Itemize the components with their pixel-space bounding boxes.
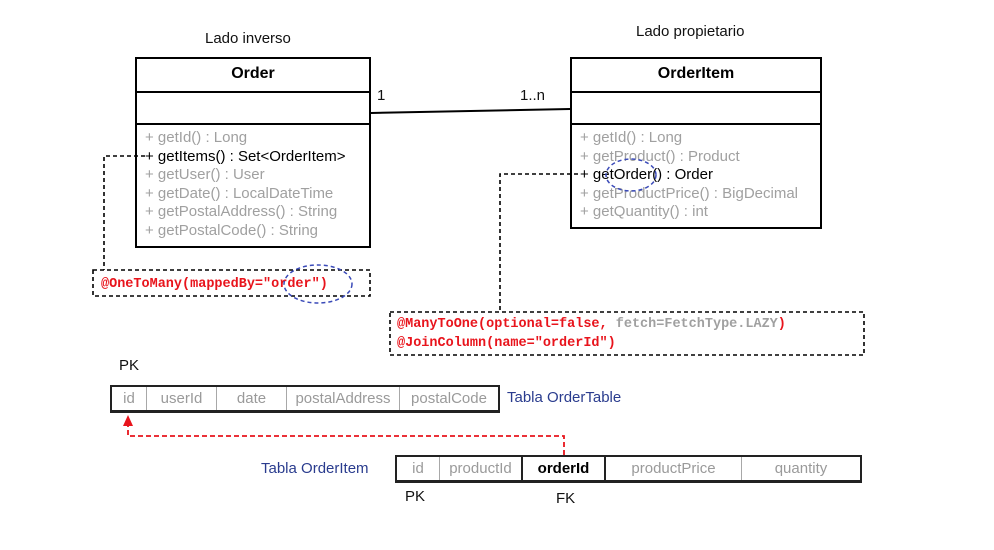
mapped-by-highlight-circle xyxy=(283,264,353,304)
order-class-methods: + getId() : Long + getItems() : Set<Orde… xyxy=(137,125,369,241)
orderitem-table-column: productId xyxy=(440,457,523,480)
order-table-column: postalAddress xyxy=(287,387,400,410)
get-items-leader-line xyxy=(103,155,145,270)
orderitem-table-column: id xyxy=(397,457,440,480)
left-multiplicity: 1 xyxy=(377,87,386,104)
order-method: + getPostalAddress() : String xyxy=(145,203,338,221)
orderitem-class-box: OrderItem + getId() : Long + getProduct(… xyxy=(570,57,822,229)
order-table: id userId date postalAddress postalCode xyxy=(110,385,500,413)
order-method-get-items: + getItems() : Set<OrderItem> xyxy=(145,147,346,165)
one-to-many-annotation: @OneToMany(mappedBy="order") xyxy=(101,277,328,292)
order-method: + getPostalCode() : String xyxy=(145,221,319,239)
join-column-annotation: @JoinColumn(name="orderId") xyxy=(397,336,616,351)
orderitem-table-name: Tabla OrderItem xyxy=(261,460,369,477)
order-table-column: postalCode xyxy=(411,390,487,407)
order-table-column: id xyxy=(112,387,147,410)
foreign-key-arrow-line xyxy=(127,424,565,455)
get-order-leader-line xyxy=(499,173,578,312)
order-table-pk-label: PK xyxy=(119,357,140,374)
many-to-one-prefix: @ManyToOne(optional=false, xyxy=(397,317,616,332)
orderitem-class-attributes xyxy=(572,93,820,125)
order-table-column: date xyxy=(217,387,287,410)
order-table-name: Tabla OrderTable xyxy=(507,389,622,406)
order-method: + getDate() : LocalDateTime xyxy=(145,184,334,202)
order-class-box: Order + getId() : Long + getItems() : Se… xyxy=(135,57,371,248)
orderitem-table: id productId orderId productPrice quanti… xyxy=(395,455,862,483)
get-order-highlight-circle xyxy=(605,158,657,192)
right-multiplicity: 1..n xyxy=(520,87,546,104)
order-class-attributes xyxy=(137,93,369,125)
orderitem-table-fk-label: FK xyxy=(556,490,576,507)
many-to-one-fetch: fetch=FetchType.LAZY xyxy=(615,317,778,332)
orderitem-method: + getQuantity() : int xyxy=(580,203,708,221)
inverse-side-label: Lado inverso xyxy=(205,30,291,47)
many-to-one-annotation: @ManyToOne(optional=false, fetch=FetchTy… xyxy=(397,315,786,334)
many-to-one-box xyxy=(389,311,865,356)
foreign-key-arrow-head xyxy=(123,415,133,426)
orderitem-method-get-order: + getOrder() : Order xyxy=(580,166,713,184)
orderitem-table-fk-column: orderId xyxy=(523,457,606,480)
orderitem-table-column: productPrice xyxy=(606,457,742,480)
order-table-column: userId xyxy=(147,387,217,410)
association-line xyxy=(370,108,571,114)
orderitem-method: + getId() : Long xyxy=(580,129,683,146)
one-to-many-box xyxy=(92,269,371,297)
orderitem-table-column: quantity xyxy=(774,460,828,477)
orderitem-class-name: OrderItem xyxy=(572,59,820,93)
order-method: + getId() : Long xyxy=(145,129,248,146)
orderitem-method: + getProductPrice() : BigDecimal xyxy=(580,184,798,202)
many-to-one-suffix: ) xyxy=(777,317,786,332)
orderitem-table-pk-label: PK xyxy=(405,488,426,505)
order-class-name: Order xyxy=(137,59,369,93)
owner-side-label: Lado propietario xyxy=(636,23,745,40)
order-method: + getUser() : User xyxy=(145,166,265,184)
